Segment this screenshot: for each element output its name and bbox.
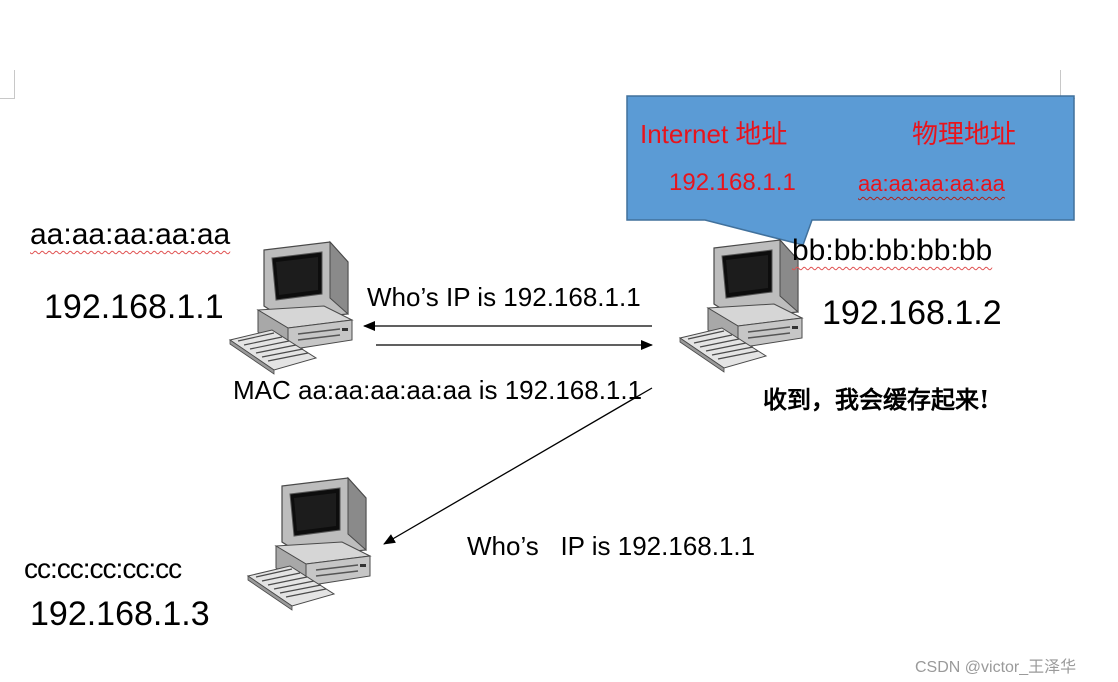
- host1-ip-label: 192.168.1.1: [44, 288, 224, 326]
- callout-ip-value: 192.168.1.1: [669, 169, 796, 196]
- host2-mac-label: bb:bb:bb:bb:bb: [792, 234, 993, 267]
- cache-note: 收到，我会缓存起来!: [763, 385, 990, 414]
- host1-mac-label: aa:aa:aa:aa:aa: [30, 218, 231, 251]
- message-reply: MAC aa:aa:aa:aa:aa is 192.168.1.1: [233, 375, 643, 405]
- host3-ip-label: 192.168.1.3: [30, 595, 210, 633]
- host2-ip-label: 192.168.1.2: [822, 294, 1002, 332]
- callout-mac-value: aa:aa:aa:aa:aa: [858, 171, 1005, 196]
- arrow-request-to-host3: [383, 387, 653, 545]
- watermark: CSDN @victor_王泽华: [915, 659, 1077, 676]
- host3-mac-label: cc:cc:cc:cc:cc: [24, 553, 182, 584]
- callout-internet-label: Internet 地址: [640, 119, 788, 149]
- message-request: Who’s IP is 192.168.1.1: [367, 282, 641, 312]
- message-request-to-host3: Who’s IP is 192.168.1.1: [467, 531, 756, 561]
- computer-host-1-icon: [229, 241, 353, 375]
- page-corner-mark-left: [0, 70, 15, 99]
- computer-host-2-icon: [679, 239, 803, 373]
- callout-physical-label: 物理地址: [912, 119, 1017, 149]
- computer-host-3-icon: [247, 477, 371, 611]
- address-callout-box: [626, 95, 1075, 246]
